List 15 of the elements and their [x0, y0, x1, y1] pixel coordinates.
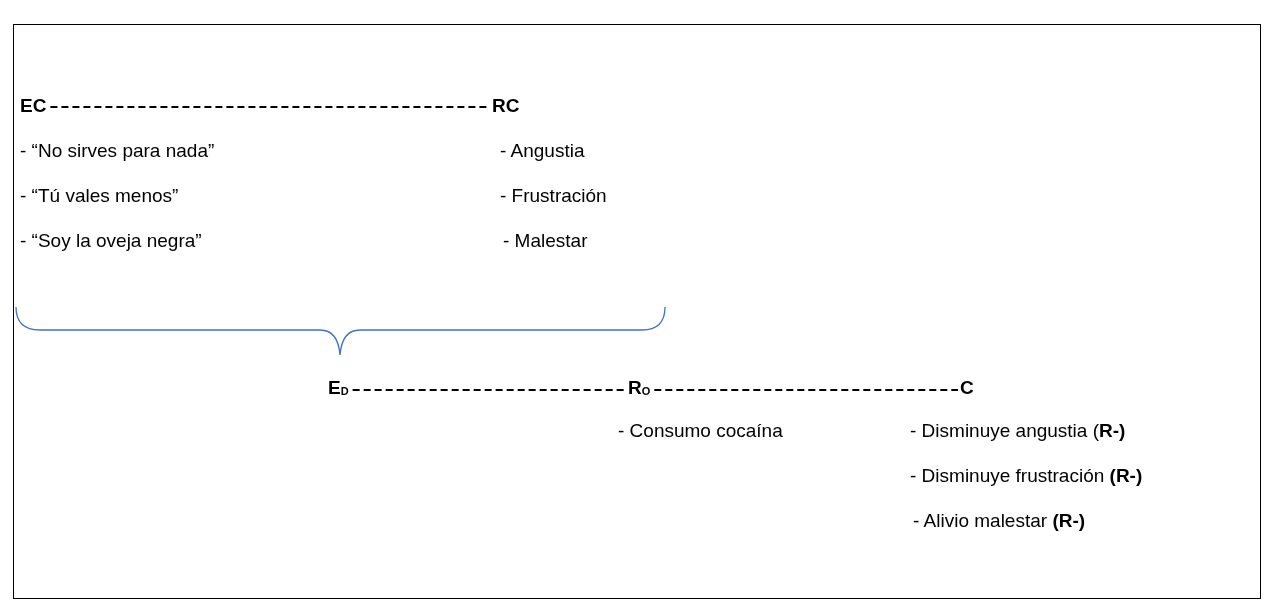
stage-label: RC: [492, 95, 520, 117]
stage-label: EC: [20, 95, 47, 117]
list-item: - Malestar: [503, 230, 588, 252]
list-item: - Disminuye angustia (R-): [910, 420, 1126, 442]
list-item: - Frustración: [500, 185, 607, 207]
list-item: - “Soy la oveja negra”: [20, 230, 202, 252]
list-item: - Angustia: [500, 140, 585, 162]
list-item: - “Tú vales menos”: [20, 185, 179, 207]
dashed-connector: [653, 389, 959, 391]
stage-label: C: [960, 377, 974, 399]
list-item: - “No sirves para nada”: [20, 140, 215, 162]
list-item: - Disminuye frustración (R-): [910, 465, 1143, 487]
list-item: - Alivio malestar (R-): [913, 510, 1086, 532]
dashed-connector: [351, 389, 627, 391]
list-item: - Consumo cocaína: [618, 420, 783, 442]
